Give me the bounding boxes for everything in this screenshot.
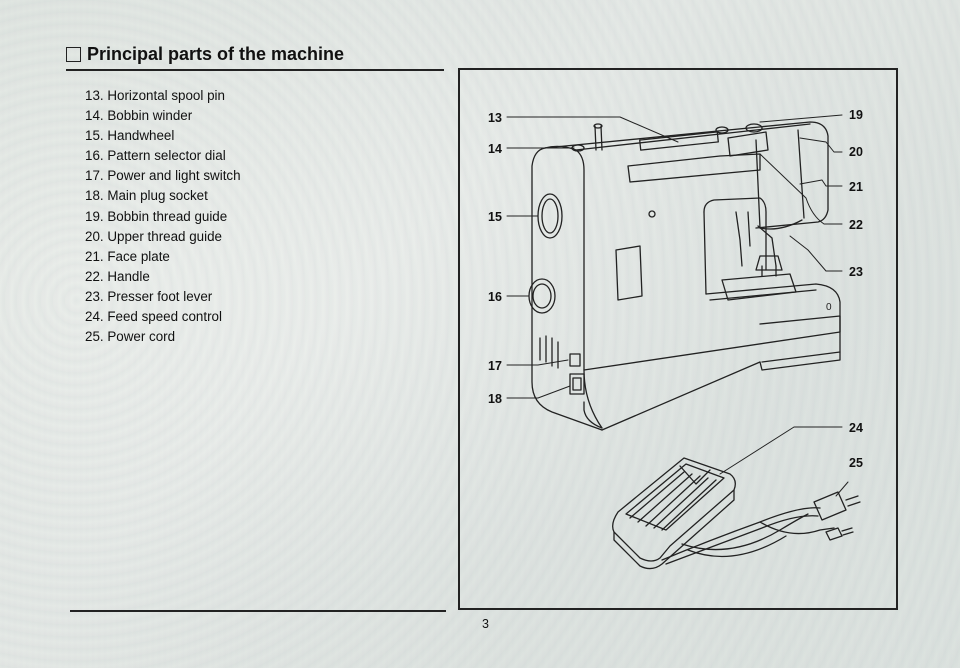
- callout-19: 19: [849, 108, 863, 122]
- list-item: 15. Handwheel: [85, 128, 175, 144]
- list-item: 22. Handle: [85, 268, 150, 284]
- callout-14: 14: [488, 142, 502, 156]
- list-item: 18. Main plug socket: [85, 188, 208, 204]
- section-heading: Principal parts of the machine: [66, 44, 344, 65]
- page-number: 3: [482, 617, 489, 631]
- list-item: 19. Bobbin thread guide: [85, 208, 228, 224]
- callout-17: 17: [488, 359, 502, 373]
- footer-rule: [70, 610, 446, 612]
- callout-16: 16: [488, 290, 502, 304]
- checkbox-square-icon: [66, 47, 81, 62]
- sewing-machine-drawing: [528, 121, 841, 431]
- section-title: Principal parts of the machine: [87, 44, 345, 64]
- list-item: 24. Feed speed control: [85, 309, 222, 325]
- power-cord-drawing: [661, 491, 861, 565]
- bed-mark: 0: [826, 302, 832, 313]
- list-item: 23. Presser foot lever: [85, 288, 213, 304]
- list-item: 16. Pattern selector dial: [85, 148, 226, 164]
- callout-22: 22: [849, 218, 863, 232]
- list-item: 14. Bobbin winder: [85, 108, 193, 124]
- list-item: 17. Power and light switch: [85, 168, 241, 184]
- callout-15: 15: [488, 210, 502, 224]
- parts-list: 13. Horizontal spool pin 14. Bobbin wind…: [85, 86, 241, 347]
- callout-leaders: [506, 114, 849, 497]
- callout-18: 18: [488, 392, 502, 406]
- callout-21: 21: [849, 180, 863, 194]
- list-item: 20. Upper thread guide: [85, 228, 222, 244]
- callout-13: 13: [488, 111, 502, 125]
- machine-figure-frame: 13 14 15 16 17 18 19 20 21 22 23 24 25 0: [458, 68, 898, 610]
- callout-24: 24: [849, 421, 863, 435]
- list-item: 21. Face plate: [85, 248, 170, 264]
- heading-rule: [66, 69, 444, 71]
- callout-23: 23: [849, 265, 863, 279]
- list-item: 25. Power cord: [85, 329, 176, 345]
- sewing-machine-diagram: 13 14 15 16 17 18 19 20 21 22 23 24 25 0: [488, 108, 863, 570]
- list-item: 13. Horizontal spool pin: [85, 88, 225, 103]
- callout-20: 20: [849, 145, 863, 159]
- foot-controller-drawing: [612, 457, 736, 570]
- callout-numbers: 13 14 15 16 17 18 19 20 21 22 23 24 25 0: [488, 108, 863, 470]
- callout-25: 25: [849, 456, 863, 470]
